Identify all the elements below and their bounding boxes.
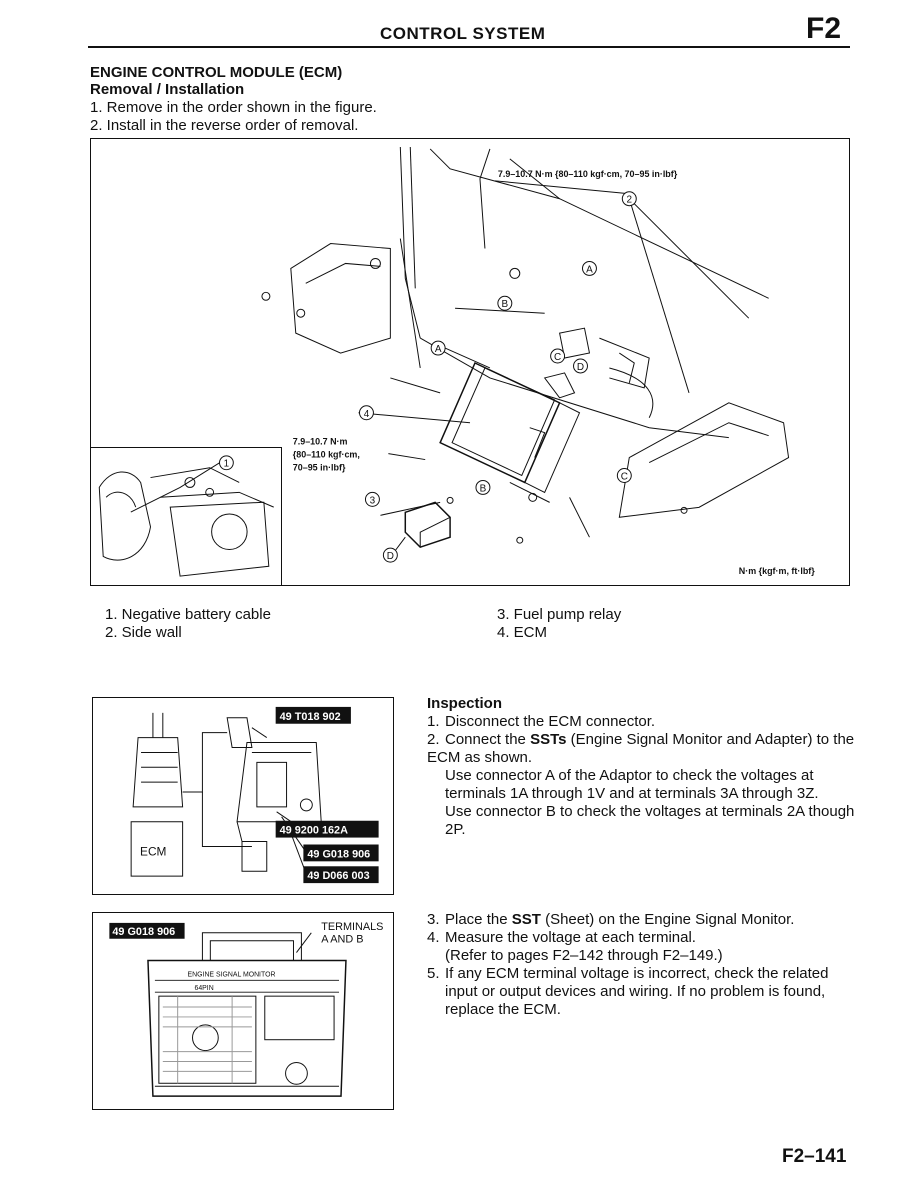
callout-4: 4: [364, 409, 370, 420]
inspection-steps-1-2: 1.Disconnect the ECM connector. 2.Connec…: [427, 713, 857, 839]
inspection-step-2-pre: Connect the: [445, 731, 531, 748]
sst-label-d066: 49 D066 003: [307, 870, 369, 882]
sst-label-t018: 49 T018 902: [280, 711, 341, 723]
section-title: ENGINE CONTROL MODULE (ECM): [90, 64, 343, 81]
connector-b-label-2: B: [480, 483, 487, 494]
sheet-tag-g018: 49 G018 906: [112, 926, 175, 938]
procedure-step-2: 2. Install in the reverse order of remov…: [90, 117, 359, 134]
inspection-step-2-b: Use connector B to check the voltages at…: [445, 803, 855, 838]
torque-spec-left-2: {80–110 kgf·cm,: [293, 450, 360, 460]
inspection-step-4-ref: (Refer to pages F2–142 through F2–149.): [445, 947, 723, 964]
sst-connection-figure: 49 T018 902 49 9200 162A 49 G018 906 49 …: [92, 697, 394, 895]
torque-spec-left-1: 7.9–10.7 N·m: [293, 437, 348, 447]
ecm-label: ECM: [140, 844, 166, 858]
inspection-step-1: Disconnect the ECM connector.: [445, 713, 656, 730]
torque-spec-left-3: 70–95 in·lbf}: [293, 463, 346, 473]
header-rule: [88, 46, 850, 48]
ecm-removal-figure: 2 4 3 A A B C D B C D 7.9–10.7 N·m {80–1…: [90, 138, 850, 586]
monitor-pins: 64PIN: [194, 985, 213, 992]
inspection-step-3-pre: Place the: [445, 911, 512, 928]
inspection-step-3-post: (Sheet) on the Engine Signal Monitor.: [540, 911, 795, 928]
inspection-steps-3-5: 3.Place the SST (Sheet) on the Engine Si…: [427, 911, 857, 1019]
callout-2: 2: [627, 195, 633, 206]
inspection-step-4: Measure the voltage at each terminal.: [445, 929, 696, 946]
connector-a-label-2: A: [586, 264, 593, 275]
callout-1: 1: [224, 459, 229, 470]
sst-label-9200: 49 9200 162A: [280, 825, 348, 837]
connector-d-label: D: [577, 362, 584, 373]
terminals-label-2: A AND B: [321, 934, 363, 946]
connector-b-label: B: [502, 299, 509, 310]
signal-monitor-sheet-figure: 49 G018 906 TERMINALS A AND B ENGINE SIG…: [92, 912, 394, 1110]
callout-3: 3: [370, 495, 376, 506]
inspection-step-2-post: (Engine Signal Monitor and Adapter) to t…: [427, 731, 855, 766]
connector-c-label-2: C: [621, 471, 628, 482]
sst-label-g018: 49 G018 906: [307, 848, 370, 860]
terminals-label-1: TERMINALS: [321, 921, 383, 933]
legend-item-1: 1. Negative battery cable: [105, 606, 271, 623]
section-code: F2: [806, 12, 842, 45]
connector-a-label: A: [435, 344, 442, 355]
torque-spec-top: 7.9–10.7 N·m {80–110 kgf·cm, 70–95 in·lb…: [498, 169, 678, 179]
connector-c-label: C: [554, 352, 561, 363]
section-subtitle: Removal / Installation: [90, 81, 245, 98]
procedure-step-1: 1. Remove in the order shown in the figu…: [90, 99, 377, 116]
connector-d-label-2: D: [387, 551, 394, 562]
page-header-title: CONTROL SYSTEM: [380, 24, 546, 43]
monitor-name: ENGINE SIGNAL MONITOR: [188, 971, 276, 978]
page-number: F2–141: [782, 1146, 847, 1167]
inspection-step-3-bold: SST: [511, 911, 541, 928]
battery-inset-figure: 1: [90, 447, 282, 586]
inspection-title: Inspection: [427, 695, 503, 712]
legend-item-4: 4. ECM: [497, 624, 548, 641]
unit-note: N·m {kgf·m, ft·lbf}: [739, 566, 815, 576]
inspection-step-5: If any ECM terminal voltage is incorrect…: [445, 965, 829, 1018]
inspection-step-2-a: Use connector A of the Adaptor to check …: [445, 767, 819, 802]
legend-item-2: 2. Side wall: [105, 624, 182, 641]
legend-item-3: 3. Fuel pump relay: [497, 606, 622, 623]
inspection-step-2-bold: SSTs: [530, 731, 567, 748]
